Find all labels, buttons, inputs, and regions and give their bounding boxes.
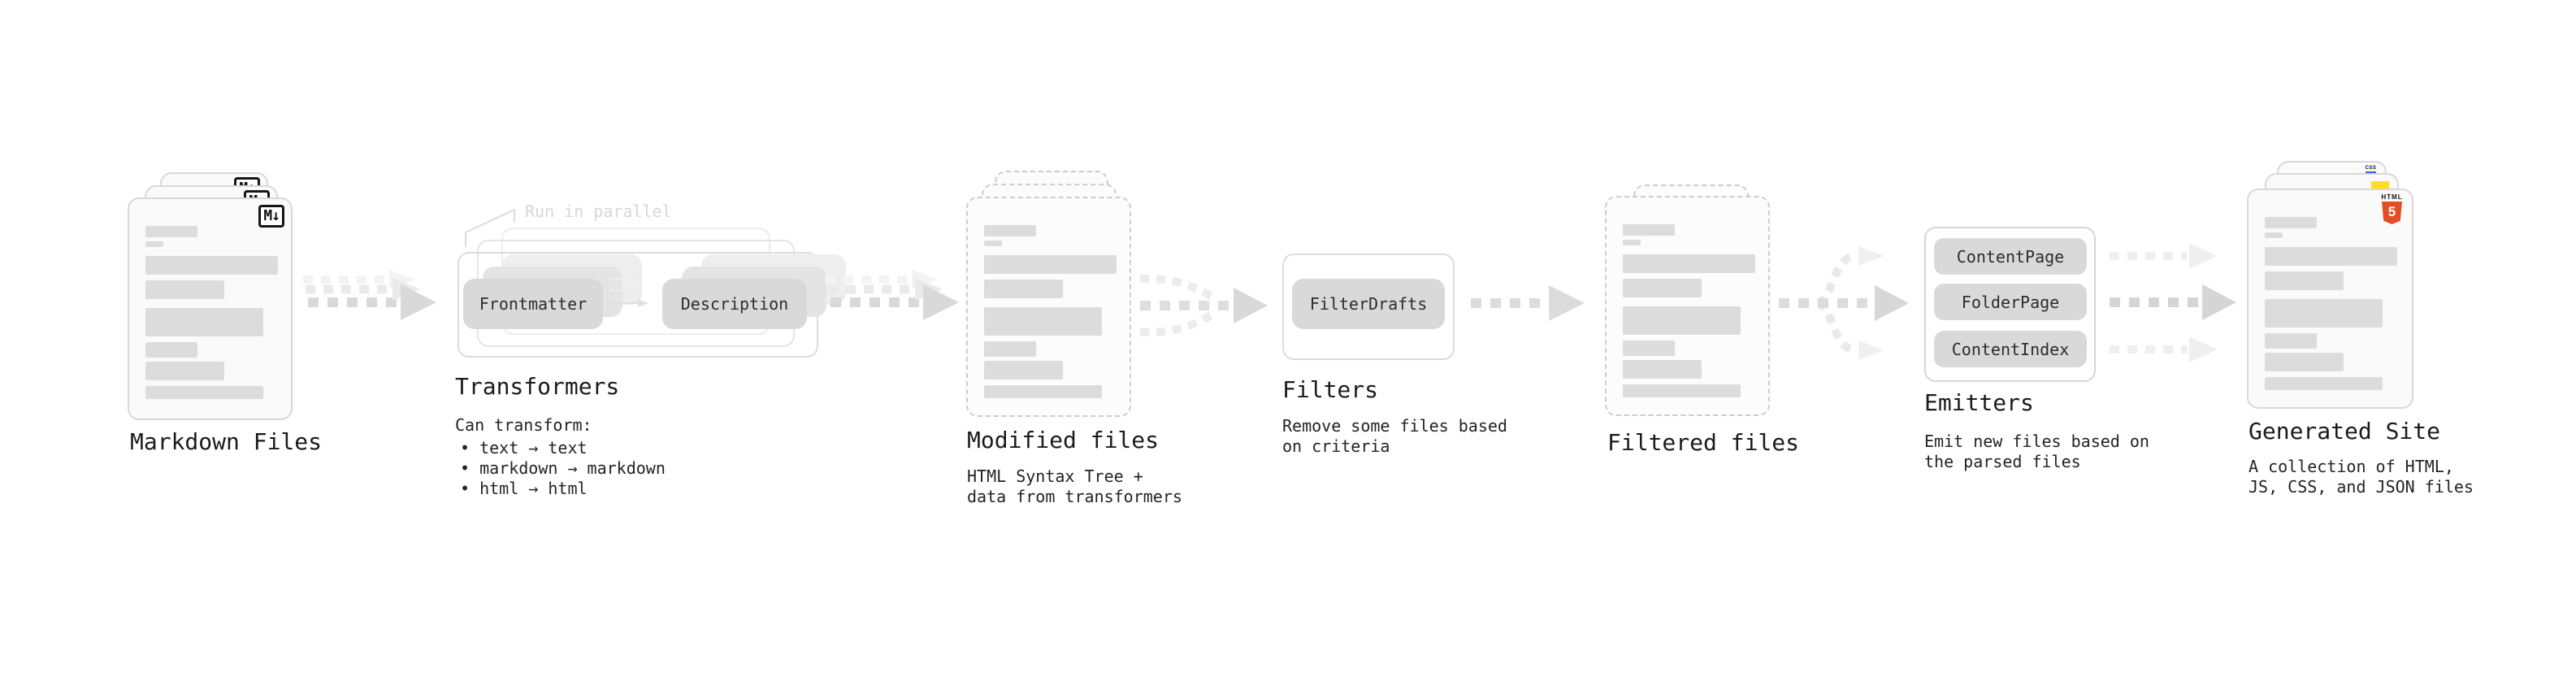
emitters-desc-line1: Emit new files based on — [1924, 432, 2149, 451]
stage-label-emitters: Emitters — [1924, 389, 2034, 416]
markdown-icon: M↓ — [258, 205, 284, 228]
transformers-desc-title: Can transform: — [455, 415, 592, 435]
stage-label-transformers: Transformers — [455, 373, 620, 400]
generated-file-card-html: HTML 5 — [2247, 189, 2413, 409]
modified-file-card-front — [966, 197, 1131, 417]
emitters-box — [1924, 227, 2096, 382]
arrow-filtered-to-emitters — [1779, 246, 1909, 360]
filters-box — [1282, 254, 1455, 360]
filtered-file-card-front — [1605, 196, 1770, 416]
generated-desc-line2: JS, CSS, and JSON files — [2249, 477, 2474, 497]
file-content-placeholder — [145, 226, 278, 399]
arrow-markdown-to-transformers — [303, 270, 436, 320]
parallel-flow-arrows — [609, 276, 648, 307]
transformers-bullet: • html → html — [460, 479, 588, 498]
transformers-bullet: • text → text — [460, 438, 588, 458]
arrow-transformers-to-modified — [826, 270, 959, 320]
stage-label-filters: Filters — [1282, 376, 1379, 403]
note-leader-line — [465, 208, 515, 247]
transformer-node-description: Description — [662, 279, 807, 329]
html5-icon: HTML 5 — [2381, 194, 2403, 224]
file-content-placeholder — [2265, 217, 2397, 390]
generated-desc-line1: A collection of HTML, — [2249, 457, 2454, 476]
css-icon: CSS — [2365, 166, 2377, 174]
transformer-node-frontmatter: Frontmatter — [463, 279, 603, 329]
modified-desc-line2: data from transformers — [967, 487, 1182, 506]
modified-desc-line1: HTML Syntax Tree + — [967, 466, 1143, 486]
arrow-modified-to-filters — [1139, 275, 1268, 336]
file-content-placeholder — [984, 225, 1117, 398]
filter-node-filterdrafts: FilterDrafts — [1292, 279, 1445, 329]
emitter-node-contentpage: ContentPage — [1934, 238, 2087, 275]
markdown-file-card-front: M↓ — [128, 197, 293, 420]
stage-label-generated-site: Generated Site — [2249, 418, 2441, 445]
filters-desc-line2: on criteria — [1282, 436, 1390, 456]
filters-desc-line1: Remove some files based — [1282, 416, 1507, 436]
emitter-node-contentindex: ContentIndex — [1934, 331, 2087, 367]
emitters-desc-line2: the parsed files — [1924, 452, 2081, 471]
emitter-node-folderpage: FolderPage — [1934, 284, 2087, 320]
arrow-emitters-to-generated — [2110, 243, 2236, 362]
stage-label-markdown-files: Markdown Files — [130, 428, 323, 455]
stage-label-filtered-files: Filtered files — [1607, 429, 1800, 456]
arrow-filters-to-filtered — [1471, 285, 1585, 321]
file-content-placeholder — [1623, 224, 1755, 397]
transformers-bullet: • markdown → markdown — [460, 458, 666, 478]
run-in-parallel-note: Run in parallel — [525, 202, 672, 221]
stage-label-modified-files: Modified files — [967, 427, 1160, 453]
